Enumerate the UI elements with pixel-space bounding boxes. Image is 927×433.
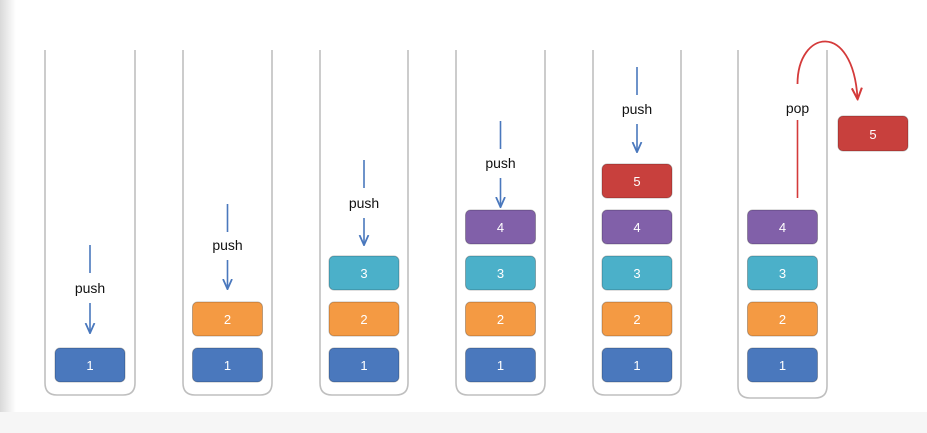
stack-container [455, 50, 546, 396]
block-shape [192, 301, 263, 337]
stack-block-1: 1 [601, 347, 673, 383]
stack-block-1: 1 [465, 347, 536, 383]
block-label: 2 [360, 312, 367, 327]
stack-column-3: 1 2 3 push [319, 50, 409, 396]
pop-curved-arrow-icon [796, 40, 858, 98]
push-label: push [485, 155, 515, 171]
stack-container [44, 50, 136, 396]
block-label: 3 [779, 266, 786, 281]
stack-block-2: 2 [747, 301, 818, 337]
block-shape [747, 209, 818, 245]
block-label: 2 [633, 312, 640, 327]
bottom-band [0, 412, 927, 433]
block-shape [747, 301, 818, 337]
block-label: 1 [779, 358, 786, 373]
stack-column-1: 1 push [44, 50, 136, 396]
popped-block-label: 5 [869, 127, 876, 142]
stack-block-1: 1 [747, 347, 818, 383]
stack-container [737, 50, 828, 399]
stack-column-4: 1 2 3 4 push [455, 50, 546, 396]
stack-container [182, 50, 273, 396]
block-label: 2 [224, 312, 231, 327]
block-label: 1 [224, 358, 231, 373]
block-label: 1 [360, 358, 367, 373]
block-label: 5 [633, 174, 640, 189]
stack-block-1: 1 [328, 347, 400, 383]
left-edge-shadow [0, 0, 16, 433]
stack-block-4: 4 [601, 209, 673, 245]
popped-block: 5 [837, 115, 909, 152]
block-shape [601, 163, 673, 199]
stack-block-3: 3 [747, 255, 818, 291]
stack-container [592, 50, 682, 396]
block-label: 3 [633, 266, 640, 281]
pop-label: pop [786, 100, 810, 116]
block-label: 1 [497, 358, 504, 373]
block-label: 1 [86, 358, 93, 373]
push-label: push [349, 195, 379, 211]
stack-block-2: 2 [465, 301, 536, 337]
block-shape [601, 301, 673, 337]
push-label: push [212, 237, 242, 253]
block-label: 1 [633, 358, 640, 373]
block-shape [601, 209, 673, 245]
stack-block-2: 2 [192, 301, 263, 337]
stack-column-6: 1 2 3 4 pop [737, 40, 858, 399]
block-shape [328, 347, 400, 383]
block-shape [192, 347, 263, 383]
stack-column-5: 1 2 3 4 5 push [592, 50, 682, 396]
stack-block-5: 5 [601, 163, 673, 199]
block-shape [465, 209, 536, 245]
stack-block-3: 3 [601, 255, 673, 291]
block-shape [328, 255, 400, 291]
block-shape [328, 301, 400, 337]
block-shape [465, 255, 536, 291]
block-shape [747, 255, 818, 291]
stack-block-2: 2 [328, 301, 400, 337]
stack-block-4: 4 [747, 209, 818, 245]
block-shape [465, 347, 536, 383]
block-label: 4 [497, 220, 504, 235]
popped-block-shape [837, 115, 909, 152]
block-shape [465, 301, 536, 337]
block-label: 4 [633, 220, 640, 235]
stack-block-1: 1 [192, 347, 263, 383]
stack-block-2: 2 [601, 301, 673, 337]
block-label: 3 [497, 266, 504, 281]
block-label: 3 [360, 266, 367, 281]
stack-block-4: 4 [465, 209, 536, 245]
block-shape [601, 255, 673, 291]
push-label: push [622, 101, 652, 117]
stack-block-3: 3 [465, 255, 536, 291]
stack-container [319, 50, 409, 396]
block-label: 2 [497, 312, 504, 327]
push-label: push [75, 280, 105, 296]
block-shape [747, 347, 818, 383]
block-shape [54, 347, 126, 383]
stack-block-3: 3 [328, 255, 400, 291]
block-shape [601, 347, 673, 383]
stack-column-2: 1 2 push [182, 50, 273, 396]
block-label: 4 [779, 220, 786, 235]
block-label: 2 [779, 312, 786, 327]
stack-block-1: 1 [54, 347, 126, 383]
